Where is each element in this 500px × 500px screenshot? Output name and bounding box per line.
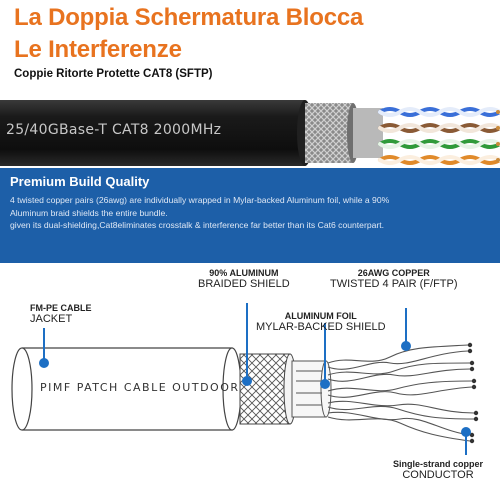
cable-jacket [0, 100, 305, 166]
premium-banner: Premium Build Quality 4 twisted copper p… [0, 168, 500, 263]
copper-label: 26AWG COPPER TWISTED 4 PAIR (F/FTP) [330, 268, 458, 290]
jacket-label-bold: FM-PE CABLE [30, 303, 92, 313]
jacket-label-text: JACKET [30, 313, 73, 325]
braided-shield [305, 103, 353, 163]
diagram-cable-text: PIMF PATCH CABLE OUTDOOR [40, 381, 240, 394]
hero-section: La Doppia Schermatura Blocca Le Interfer… [0, 0, 500, 195]
twisted-pairs [378, 107, 500, 165]
foil-label-text: MYLAR-BACKED SHIELD [256, 321, 386, 333]
diagram-foil [291, 360, 332, 418]
premium-paragraph-2: given its dual-shielding,Cat8eliminates … [10, 220, 385, 230]
diagram-jacket [11, 347, 242, 431]
cable-diagram: PIMF PATCH CABLE OUTDOOR [11, 303, 479, 455]
diagram-pairs [327, 344, 475, 442]
conductor-label: Single-strand copper CONDUCTOR [393, 459, 483, 481]
page-title-line1: La Doppia Schermatura Blocca [14, 4, 364, 31]
premium-description: 4 twisted copper pairs (26awg) are indiv… [10, 194, 415, 232]
cable-photo [0, 100, 500, 166]
foil-label-bold: ALUMINUM FOIL [284, 311, 357, 321]
braid-label-bold: 90% ALUMINUM [209, 268, 279, 278]
cable-printed-spec: 25/40GBase-T CAT8 2000MHz [6, 122, 222, 138]
page-title-line2: Le Interferenze [14, 36, 182, 63]
copper-label-bold: 26AWG COPPER [357, 268, 430, 278]
braid-label: 90% ALUMINUM BRAIDED SHIELD [198, 268, 290, 290]
conductor-label-bold: Single-strand copper [393, 459, 484, 469]
page-subtitle: Coppie Ritorte Protette CAT8 (SFTP) [14, 68, 213, 80]
braid-label-text: BRAIDED SHIELD [198, 278, 290, 290]
jacket-label: FM-PE CABLE JACKET [30, 303, 92, 325]
premium-paragraph-1: 4 twisted copper pairs (26awg) are indiv… [10, 195, 390, 218]
foil-label: ALUMINUM FOIL MYLAR-BACKED SHIELD [256, 311, 386, 333]
diagram-conductor-tips [467, 342, 479, 444]
premium-heading: Premium Build Quality [10, 174, 150, 189]
foil-shield [353, 108, 383, 158]
conductor-label-text: CONDUCTOR [402, 469, 474, 481]
diagram-braid [239, 353, 297, 425]
copper-label-text: TWISTED 4 PAIR (F/FTP) [330, 278, 458, 290]
diagram-pointers [39, 303, 471, 455]
